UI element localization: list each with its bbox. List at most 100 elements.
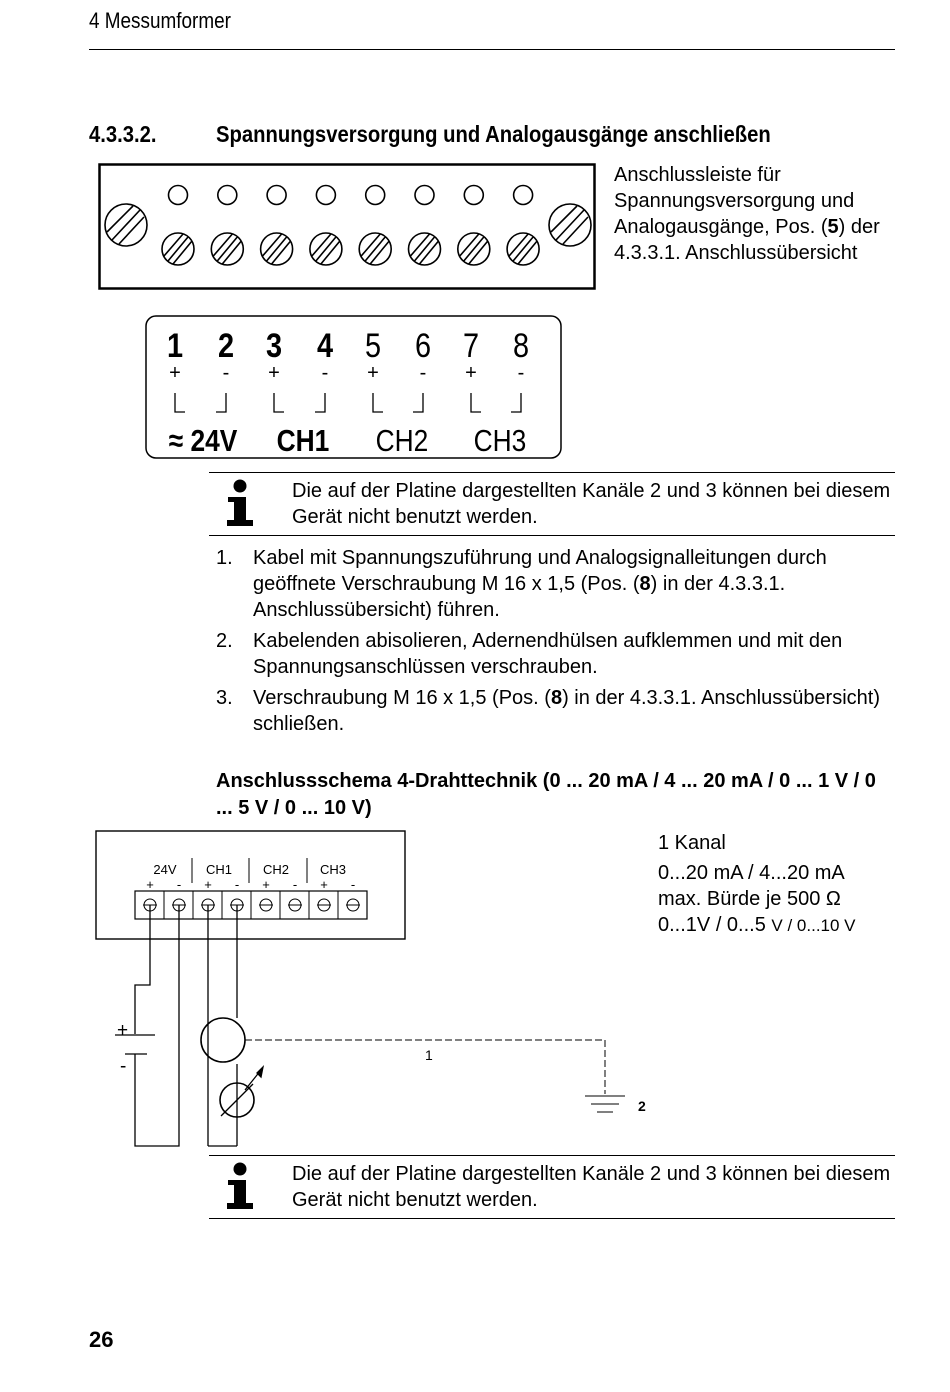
voltage-range: 0...1V / 0...5 V / 0...10 V <box>658 914 856 936</box>
info-icon <box>227 1162 253 1209</box>
terminal-polarity: + <box>465 362 477 384</box>
step-text: Verschraubung M 16 x 1,5 (Pos. ( <box>253 687 551 709</box>
terminal-caption-position: 5 <box>827 216 839 238</box>
screw-slot <box>311 233 332 257</box>
terminal-screw <box>407 232 442 266</box>
step-number: 3. <box>216 687 233 709</box>
screw-slot <box>369 240 390 265</box>
step-text-suffix: ) in der 4.3.3.1. Anschlussübersicht) fü… <box>253 573 786 621</box>
terminal-polarity: + <box>204 877 212 892</box>
screw-slot <box>517 240 538 265</box>
info-note-text: Die auf der Platine dargestellten Kanäle… <box>292 1163 891 1211</box>
terminal-number: 4 <box>317 326 333 365</box>
device-box <box>95 830 406 940</box>
terminal-polarity: - <box>235 877 239 892</box>
header-rule <box>89 49 895 50</box>
terminal-hole <box>414 184 435 206</box>
screw-slot <box>512 236 534 262</box>
step-item: 1.Kabel mit Spannungszuführung und Analo… <box>216 545 896 623</box>
screw-slot <box>550 205 578 233</box>
step-position: 8 <box>550 687 563 709</box>
screw-slot <box>118 216 145 245</box>
step-text-suffix: ) in der 4.3.3.1. Anschlussübersicht) sc… <box>253 687 881 735</box>
meter-icon <box>219 1082 255 1118</box>
terminal-number: 7 <box>463 326 479 365</box>
terminal-polarity: - <box>177 877 181 892</box>
schema-title: Anschlussschema 4-Drahttechnik (0 ... 20… <box>216 770 876 819</box>
terminal-number: 2 <box>218 326 234 365</box>
channel-label-ch1: CH1 <box>206 862 232 877</box>
screw-slot <box>413 236 436 262</box>
terminal-screw <box>161 232 195 266</box>
screw-slot <box>508 233 529 257</box>
screw-slot <box>167 236 189 262</box>
shield-wiring <box>245 1039 625 1113</box>
channel-group-label: CH2 <box>376 424 429 458</box>
max-burden: max. Bürde je 500 Ω <box>658 888 841 910</box>
supply-minus: - <box>120 1056 126 1077</box>
shield-label-1: 1 <box>425 1047 433 1063</box>
terminal-hole <box>266 184 287 206</box>
info-note: Die auf der Platine dargestellten Kanäle… <box>209 472 895 536</box>
channel-label-ch3: CH3 <box>320 862 346 877</box>
current-range: 0...20 mA / 4...20 mA <box>658 862 845 884</box>
terminal-strip-frame <box>98 163 596 290</box>
screw-slot <box>216 236 238 262</box>
instruction-steps: 1.Kabel mit Spannungszuführung und Analo… <box>216 545 896 742</box>
terminal-hole <box>167 184 189 206</box>
wiring-diagram: 24V CH1 CH2 CH3 +-+-+-+- + - 1 2 <box>95 830 646 1147</box>
screw-slot <box>212 233 233 257</box>
terminal-hole <box>512 184 534 206</box>
screw-slot <box>111 209 141 241</box>
screw-slot <box>360 233 381 257</box>
pair-bracket <box>413 393 424 413</box>
terminal-strip-figure <box>98 163 596 290</box>
terminal-polarity: + <box>146 877 154 892</box>
mounting-screw <box>104 203 148 247</box>
channel-label-24v: 24V <box>153 862 176 877</box>
screw-slot <box>270 240 292 265</box>
step-text: Kabel mit Spannungszuführung und Analogs… <box>253 547 827 595</box>
terminal-polarity: + <box>262 877 270 892</box>
terminal-polarity: - <box>420 362 427 384</box>
terminal-screw <box>358 232 393 266</box>
mounting-screw <box>548 203 592 247</box>
pair-bracket <box>372 393 383 413</box>
channel-info: 1 Kanal 0...20 mA / 4...20 mA max. Bürde… <box>658 830 918 939</box>
terminal-number: 5 <box>365 326 381 365</box>
section-title: Spannungsversorgung und Analogausgänge a… <box>216 121 771 147</box>
step-item: 2.Kabelenden abisolieren, Adernendhülsen… <box>216 628 896 680</box>
terminal-polarity: - <box>293 877 297 892</box>
terminal-number: 3 <box>266 326 282 365</box>
screw-slot <box>265 236 288 262</box>
step-position: 8 <box>639 573 651 595</box>
pair-bracket <box>315 393 326 413</box>
terminal-caption: Anschlussleiste für Spannungsversorgung … <box>614 162 904 266</box>
terminal-screw <box>259 232 294 266</box>
screw-slot <box>409 233 431 257</box>
terminal-polarity: - <box>223 362 230 384</box>
terminal-screw <box>456 232 491 266</box>
terminal-screw <box>309 232 343 266</box>
signal-wiring <box>200 905 265 1147</box>
terminal-screw <box>506 232 540 266</box>
terminal-polarity: - <box>518 362 525 384</box>
pair-bracket <box>273 393 284 413</box>
pair-bracket <box>216 393 227 413</box>
supply-wiring <box>115 905 180 1147</box>
screw-slot <box>463 236 485 262</box>
channel-labels: 24V CH1 CH2 CH3 <box>153 862 346 877</box>
pair-bracket <box>470 393 481 413</box>
pair-bracket <box>174 393 185 413</box>
terminal-number: 1 <box>167 326 183 365</box>
channel-label-ch2: CH2 <box>263 862 289 877</box>
screw-slot <box>261 233 283 257</box>
step-number: 2. <box>216 630 233 652</box>
terminal-hole <box>315 184 337 206</box>
supply-plus: + <box>117 1020 128 1041</box>
terminal-polarity: - <box>322 362 329 384</box>
channel-group-label: CH1 <box>277 424 330 458</box>
terminal-hole <box>364 184 386 206</box>
terminal-hole <box>463 184 485 206</box>
